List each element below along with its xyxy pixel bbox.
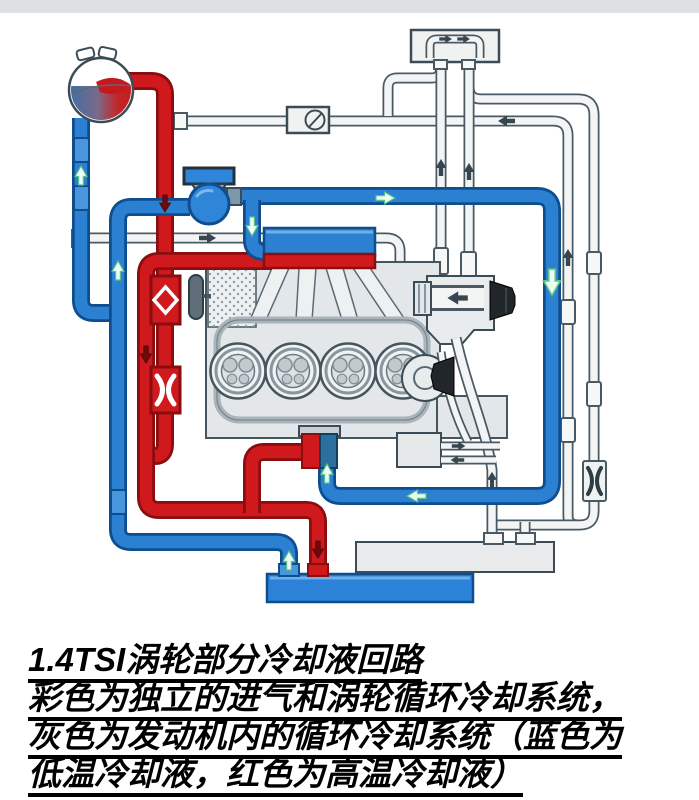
top-gray-strip — [0, 0, 699, 13]
cooling-circuit-diagram — [0, 0, 699, 604]
auxiliary-pump — [285, 105, 331, 135]
cold-coolant-pipes — [72, 118, 561, 570]
turbine-cap — [430, 356, 455, 397]
tank-cap — [97, 46, 118, 61]
caption-line-4: 低温冷却液，红色为高温冷却液） — [28, 755, 690, 797]
oil-cooler — [396, 432, 500, 468]
coolant-valve — [149, 274, 182, 326]
low-temp-radiator — [265, 563, 475, 604]
engine-bottom-fitting — [298, 425, 341, 469]
expansion-tank — [67, 46, 135, 124]
caption-title: 1.4TSI涡轮部分冷却液回路 — [28, 641, 690, 683]
radiator-red-port — [307, 563, 329, 577]
caption-line-3: 灰色为发动机内的循环冷却系统（蓝色为 — [28, 717, 690, 759]
intake-runners — [248, 267, 406, 323]
white-restrictor — [582, 460, 607, 502]
hot-coolant-pipes — [124, 72, 327, 570]
caption-line-2: 彩色为独立的进气和涡轮循环冷却系统， — [28, 679, 690, 721]
turbocharger — [396, 275, 516, 542]
red-restrictor — [149, 365, 182, 415]
intercooler — [262, 226, 377, 270]
main-radiator — [355, 532, 555, 573]
electric-coolant-pump — [182, 166, 236, 226]
engine-side-bracket — [188, 274, 204, 320]
caption-block: 1.4TSI涡轮部分冷却液回路 彩色为独立的进气和涡轮循环冷却系统， 灰色为发动… — [28, 641, 690, 797]
compressor-cap — [489, 280, 516, 321]
heater-core — [409, 28, 501, 70]
chain-cover — [207, 260, 257, 328]
tank-cap — [75, 46, 96, 62]
